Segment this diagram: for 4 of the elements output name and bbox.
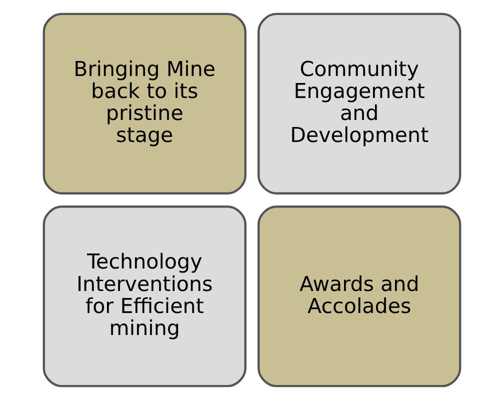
node-box: Awards and Accolades: [258, 206, 462, 388]
node-box: Technology Interventions for Efficient mining: [42, 206, 246, 388]
node-box: Bringing Mine back to its pristine stage: [42, 12, 246, 194]
node-box: Community Engagement and Development: [258, 12, 462, 194]
